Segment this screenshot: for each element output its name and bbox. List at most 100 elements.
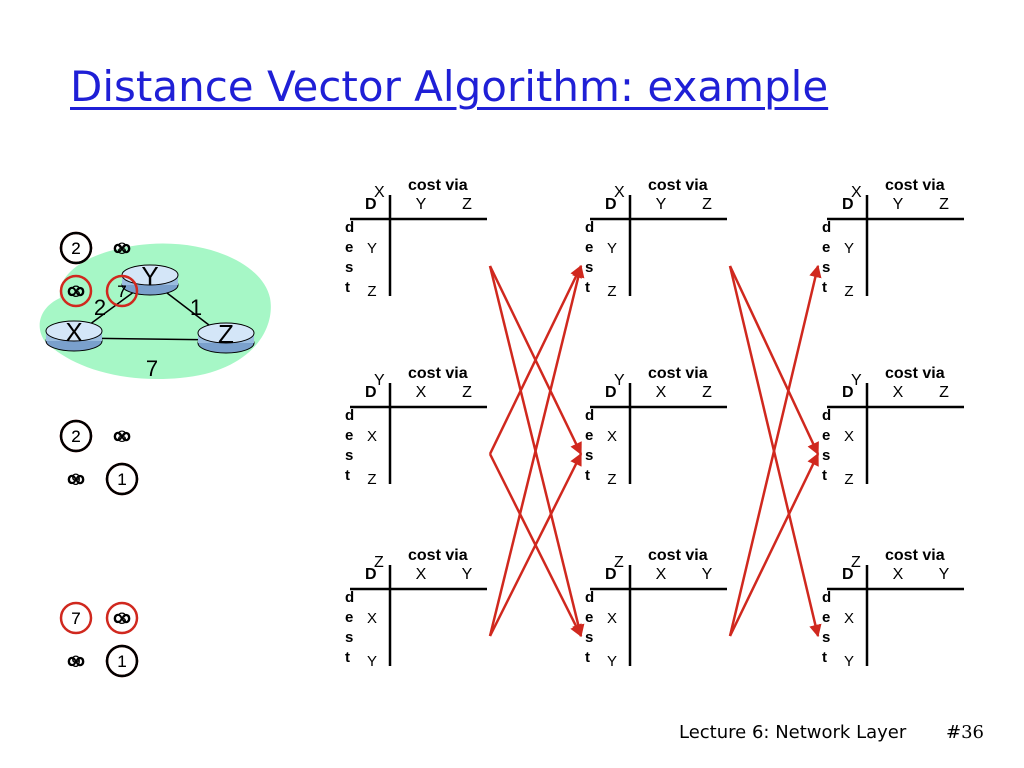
dest-letter: d (345, 219, 354, 236)
update-arrow (728, 265, 820, 456)
table-cell-value: 7 (117, 282, 126, 301)
table-col-header: X (893, 566, 904, 583)
dest-letter: s (585, 629, 593, 646)
table-cell-value: 2 (71, 427, 80, 446)
dest-letter: d (345, 407, 354, 424)
table-row-dest: Z (367, 283, 376, 300)
table-d-label: D (605, 196, 617, 213)
router-x: X (45, 317, 103, 352)
router-label: X (65, 317, 82, 347)
table-col-header: Y (702, 566, 713, 583)
update-arrow (488, 264, 583, 455)
table-node-label: X (851, 184, 862, 201)
table-row-dest: Y (367, 240, 377, 257)
update-arrow (488, 452, 583, 637)
dest-letter: e (345, 427, 353, 444)
table-col-header: X (416, 384, 427, 401)
dest-letter: t (585, 467, 590, 484)
table-row-dest: Y (367, 653, 377, 670)
dest-letter: e (345, 239, 353, 256)
table-cell-value: 9 (71, 652, 80, 671)
dest-letter: s (822, 629, 830, 646)
table-node-label: Y (851, 372, 862, 389)
table-cell-value: 1 (117, 470, 126, 489)
dest-letter: t (585, 649, 590, 666)
router-z: Z (197, 319, 255, 354)
table-col-header: Y (462, 566, 473, 583)
table-col-header: X (656, 384, 667, 401)
network-graph: Y X Z 2 1 7 (39, 243, 271, 381)
table-col-header: X (416, 566, 427, 583)
table-cell-infinity: ∞ (113, 602, 132, 632)
dest-letter: s (585, 259, 593, 276)
table-row-dest: Z (367, 471, 376, 488)
table-row-dest: Y (844, 240, 854, 257)
dest-letter: d (822, 589, 831, 606)
table-node-label: Y (374, 372, 385, 389)
table-d-label: D (842, 566, 854, 583)
table-d-label: D (605, 566, 617, 583)
table-cell-value: 2 (71, 427, 80, 446)
table-node-label: Z (374, 554, 384, 571)
table-cell-highlight (105, 644, 139, 678)
dest-letter: t (822, 649, 827, 666)
table-cell-value: 7 (71, 609, 80, 628)
table-cell-highlight (59, 601, 93, 635)
dest-letter: t (345, 279, 350, 296)
cost-via-label: cost via (885, 365, 945, 382)
table-cell-value: 1 (117, 652, 126, 671)
link-cost-x-y: 2 (94, 295, 106, 320)
table-row-dest: X (607, 610, 617, 627)
dest-letter: t (345, 649, 350, 666)
dest-letter: s (822, 259, 830, 276)
table-row-dest: Z (607, 283, 616, 300)
dest-letter: d (822, 407, 831, 424)
table-col-header: Z (462, 196, 472, 213)
cost-via-label: cost via (408, 365, 468, 382)
table-d-label: D (365, 384, 377, 401)
table-d-label: D (365, 566, 377, 583)
table-row-dest: Z (844, 471, 853, 488)
table-cell-infinity: ∞ (113, 420, 132, 450)
table-col-header: Z (939, 384, 949, 401)
table-cell-infinity: ∞ (67, 275, 86, 305)
cost-via-label: cost via (648, 177, 708, 194)
table-row-dest: Z (844, 283, 853, 300)
dest-letter: e (822, 609, 830, 626)
table-cell-value: 1 (117, 652, 126, 671)
dest-letter: t (585, 279, 590, 296)
dest-letter: d (585, 407, 594, 424)
table-cell-highlight (105, 274, 139, 308)
dest-letter: d (585, 589, 594, 606)
table-cell-value: 1 (117, 470, 126, 489)
table-col-header: Z (939, 196, 949, 213)
table-row-dest: X (844, 610, 854, 627)
table-node-label: Z (851, 554, 861, 571)
table-cell-infinity: ∞ (113, 232, 132, 262)
cost-via-label: cost via (408, 177, 468, 194)
update-arrows (488, 264, 822, 638)
dest-letter: e (822, 427, 830, 444)
table-row-dest: Y (844, 653, 854, 670)
dest-letter: d (822, 219, 831, 236)
table-d-label: D (842, 384, 854, 401)
table-col-header: Z (702, 196, 712, 213)
table-row-dest: Z (607, 471, 616, 488)
table-node-label: Z (614, 554, 624, 571)
router-top (197, 322, 255, 344)
dest-letter: s (585, 447, 593, 464)
dest-letter: e (585, 427, 593, 444)
table-cell-infinity: ∞ (67, 463, 86, 493)
dest-letter: d (585, 219, 594, 236)
table-cell-value: 8 (117, 239, 126, 258)
dest-letter: t (822, 279, 827, 296)
update-arrow (488, 264, 585, 637)
table-cell-value: 7 (117, 282, 126, 301)
table-col-header: X (893, 384, 904, 401)
update-arrow (728, 264, 822, 637)
